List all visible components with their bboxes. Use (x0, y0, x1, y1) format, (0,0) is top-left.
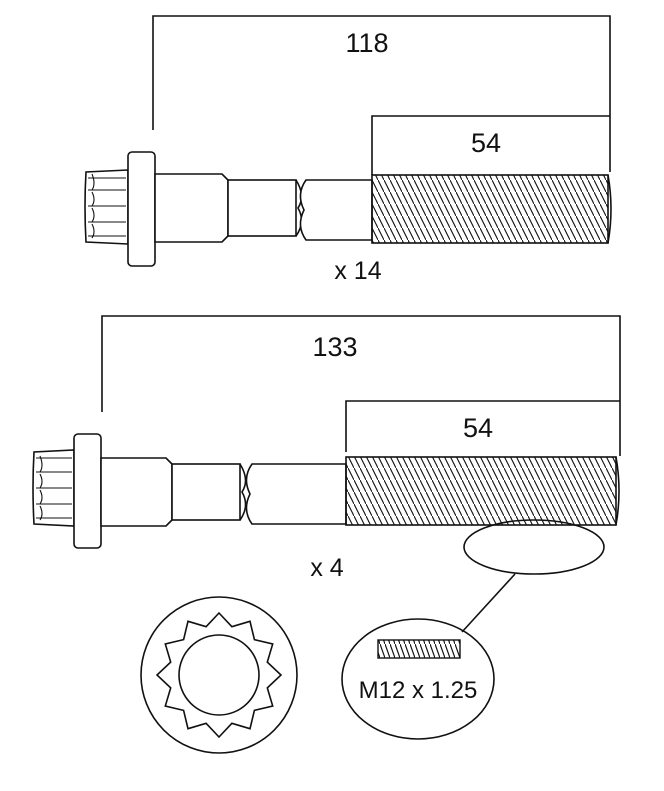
bolt-118: 118 54 x 14 (84, 15, 612, 285)
bolt-head (84, 169, 129, 245)
bolt-shoulder (154, 173, 229, 243)
thread-length-label: 54 (463, 413, 493, 443)
bolt-thread (345, 456, 617, 526)
bolt-shank (171, 463, 241, 521)
dimension-thread-133: 54 (345, 400, 620, 452)
quantity-label: x 4 (310, 554, 343, 582)
flange-outline (140, 596, 298, 754)
bolt-133: 133 54 x 4 (32, 315, 621, 582)
overall-length-label: 133 (312, 332, 357, 362)
quantity-label: x 14 (334, 257, 381, 285)
thread-detail-callout: M12 x 1.25 (341, 519, 605, 740)
thread-length-label: 54 (471, 128, 501, 158)
twelve-point-socket (155, 611, 283, 739)
thread-spec-label: M12 x 1.25 (359, 677, 478, 704)
callout-leader-line (461, 573, 516, 633)
bolt-head-end-view (140, 596, 298, 754)
bolt-flange (73, 433, 102, 549)
thread-pitch-sample (377, 639, 461, 659)
dimension-overall-118: 118 (152, 15, 611, 172)
bolt-shoulder (100, 457, 173, 527)
dimension-overall-133: 133 (101, 315, 621, 456)
overall-length-label: 118 (345, 28, 388, 58)
bolt-flange (127, 151, 156, 267)
inner-bore (178, 634, 260, 716)
bolt-shank (227, 179, 297, 237)
thread-highlight-ellipse (463, 519, 605, 575)
dimension-thread-118: 54 (371, 115, 610, 175)
bolt-head (32, 449, 75, 527)
bolt-thread (371, 174, 609, 244)
thread-detail-circle (341, 618, 495, 740)
